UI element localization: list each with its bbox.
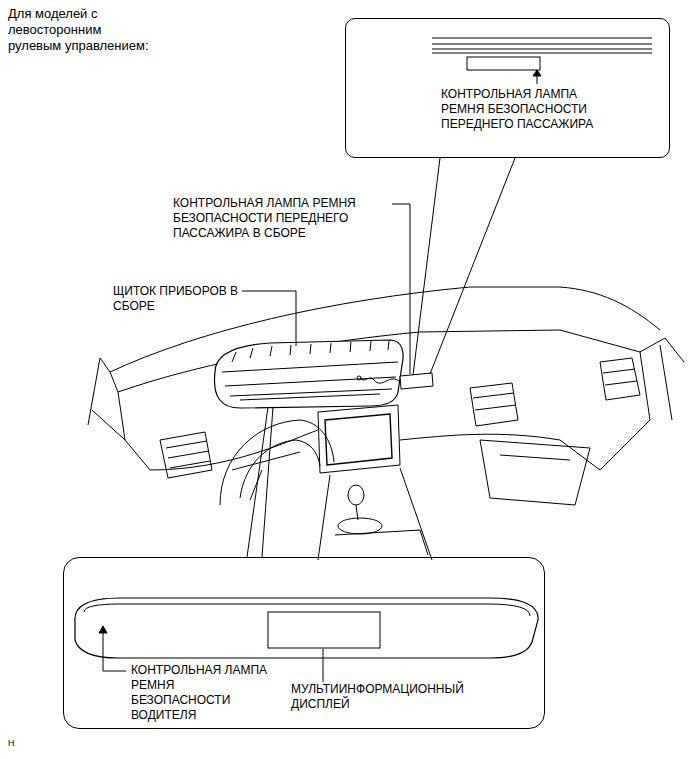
dashboard-drawing-line [467,57,540,70]
part-label: КОНТРОЛЬНАЯ ЛАМПА РЕМНЯ БЕЗОПАСНОСТИ ПЕР… [173,196,388,241]
note-text: Для моделей с левосторонним рулевым упра… [8,6,158,54]
dashboard-drawing-line [400,373,433,389]
dashboard-drawing-line [432,38,652,53]
dashboard-drawing-line [533,70,541,76]
dashboard-drawing-line [360,378,400,383]
dashboard-drawing-line [357,376,361,380]
dashboard-drawing-line [268,612,380,648]
dashboard-drawing-line [318,405,400,473]
dashboard-drawing-line [480,440,590,505]
dashboard-drawing-line [222,362,398,396]
part-label: ЩИТОК ПРИБОРОВ В СБОРЕ [113,284,248,314]
part-label: КОНТРОЛЬНАЯ ЛАМПА РЕМНЯ БЕЗОПАСНОСТИ ПЕР… [441,87,609,132]
dashboard-drawing-line [325,414,392,465]
callout-box: КОНТРОЛЬНАЯ ЛАМПА РЕМНЯ БЕЗОПАСНОСТИ ПЕР… [345,18,670,158]
dashboard-drawing-line [99,626,107,633]
dashboard-drawing-line [413,158,515,375]
dashboard-drawing-line [220,420,334,505]
figure-code: H [8,738,28,749]
dashboard-drawing-line [84,604,530,616]
dashboard-drawing-line [214,340,403,408]
dashboard-drawing-line [232,452,300,500]
dashboard-drawing-line [600,358,640,400]
dashboard-drawing [75,38,684,682]
dashboard-drawing-line [240,394,380,400]
dashboard-drawing-line [75,598,538,658]
dashboard-drawing-line [160,432,212,478]
dashboard-drawing-line [348,485,364,505]
dashboard-drawing-line [110,372,150,470]
dashboard-drawing-line [240,440,320,498]
dashboard-drawing-line [103,631,126,671]
part-label: МУЛЬТИИНФОРМАЦИОННЫЙ ДИСПЛЕЙ [291,682,491,712]
dashboard-drawing-line [242,291,296,346]
dashboard-drawing-line [323,649,324,682]
dashboard-drawing-line [600,338,684,470]
dashboard-drawing-line [150,430,600,470]
dashboard-drawing-line [318,468,432,560]
callout-box: КОНТРОЛЬНАЯ ЛАМПА РЕМНЯ БЕЗОПАСНОСТИ ВОД… [63,557,545,729]
dashboard-drawing-line [247,407,273,557]
dashboard-drawing-line [88,358,125,440]
part-label: КОНТРОЛЬНАЯ ЛАМПА РЕМНЯ БЕЗОПАСНОСТИ ВОД… [131,663,274,723]
dashboard-drawing-line [232,341,389,362]
dashboard-drawing-line [338,518,382,534]
dashboard-drawing-line [470,383,518,426]
dashboard-drawing-line [392,204,410,374]
